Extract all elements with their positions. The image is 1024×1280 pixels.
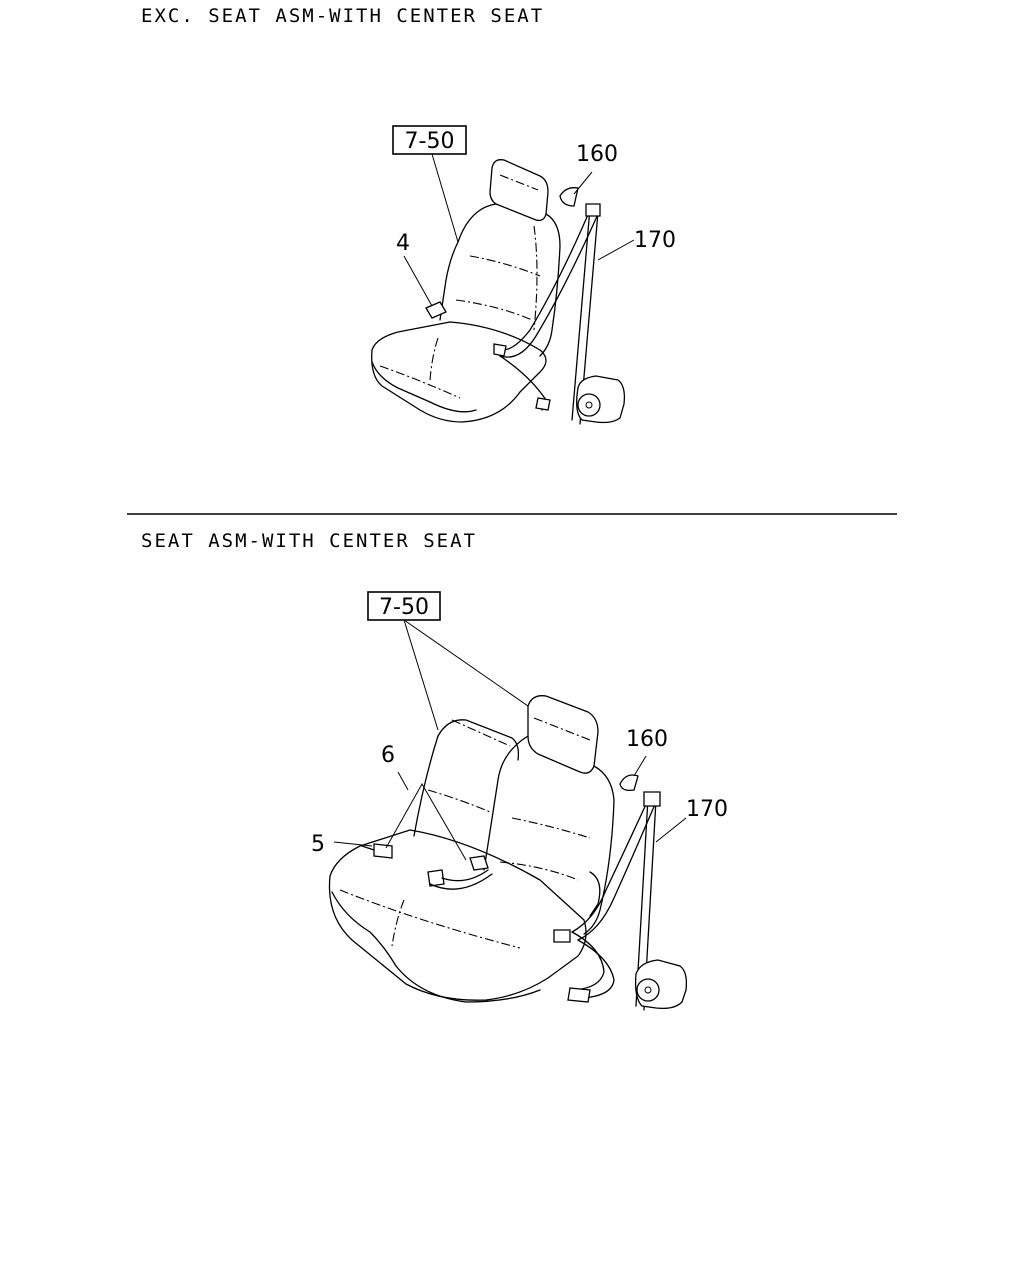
leader-line bbox=[633, 755, 647, 777]
leader-line bbox=[431, 153, 459, 243]
callout-4[interactable]: 4 bbox=[396, 231, 410, 256]
section-with-center-seat: SEAT ASM-WITH CENTER SEAT 7-50 bbox=[141, 530, 728, 1011]
leader-line bbox=[403, 619, 529, 707]
ref-box-7-50[interactable]: 7-50 bbox=[392, 125, 467, 155]
callout-6[interactable]: 6 bbox=[381, 743, 395, 768]
ref-box-7-50[interactable]: 7-50 bbox=[367, 591, 441, 621]
section-title: EXC. SEAT ASM-WITH CENTER SEAT bbox=[141, 5, 544, 27]
seatbelt-assembly bbox=[553, 755, 688, 1011]
callout-170[interactable]: 170 bbox=[686, 797, 728, 822]
callout-5[interactable]: 5 bbox=[311, 832, 325, 857]
leader-line bbox=[597, 239, 635, 261]
leader-line bbox=[397, 771, 409, 791]
leader-line bbox=[403, 619, 439, 731]
leader-line bbox=[655, 817, 687, 843]
callout-160[interactable]: 160 bbox=[576, 142, 618, 167]
leader-line bbox=[333, 841, 373, 847]
section-exc-center-seat: EXC. SEAT ASM-WITH CENTER SEAT 7-50 bbox=[141, 5, 676, 425]
seatbelt-assembly bbox=[493, 171, 635, 425]
callout-170[interactable]: 170 bbox=[634, 228, 676, 253]
section-title: SEAT ASM-WITH CENTER SEAT bbox=[141, 530, 477, 552]
ref-box-label: 7-50 bbox=[405, 129, 455, 154]
callout-160[interactable]: 160 bbox=[626, 727, 668, 752]
leader-line bbox=[403, 255, 433, 307]
bucket-seat-drawing bbox=[371, 159, 561, 423]
bench-seat-drawing bbox=[328, 695, 615, 1003]
ref-box-label: 7-50 bbox=[379, 595, 429, 620]
leader-line bbox=[573, 171, 593, 195]
